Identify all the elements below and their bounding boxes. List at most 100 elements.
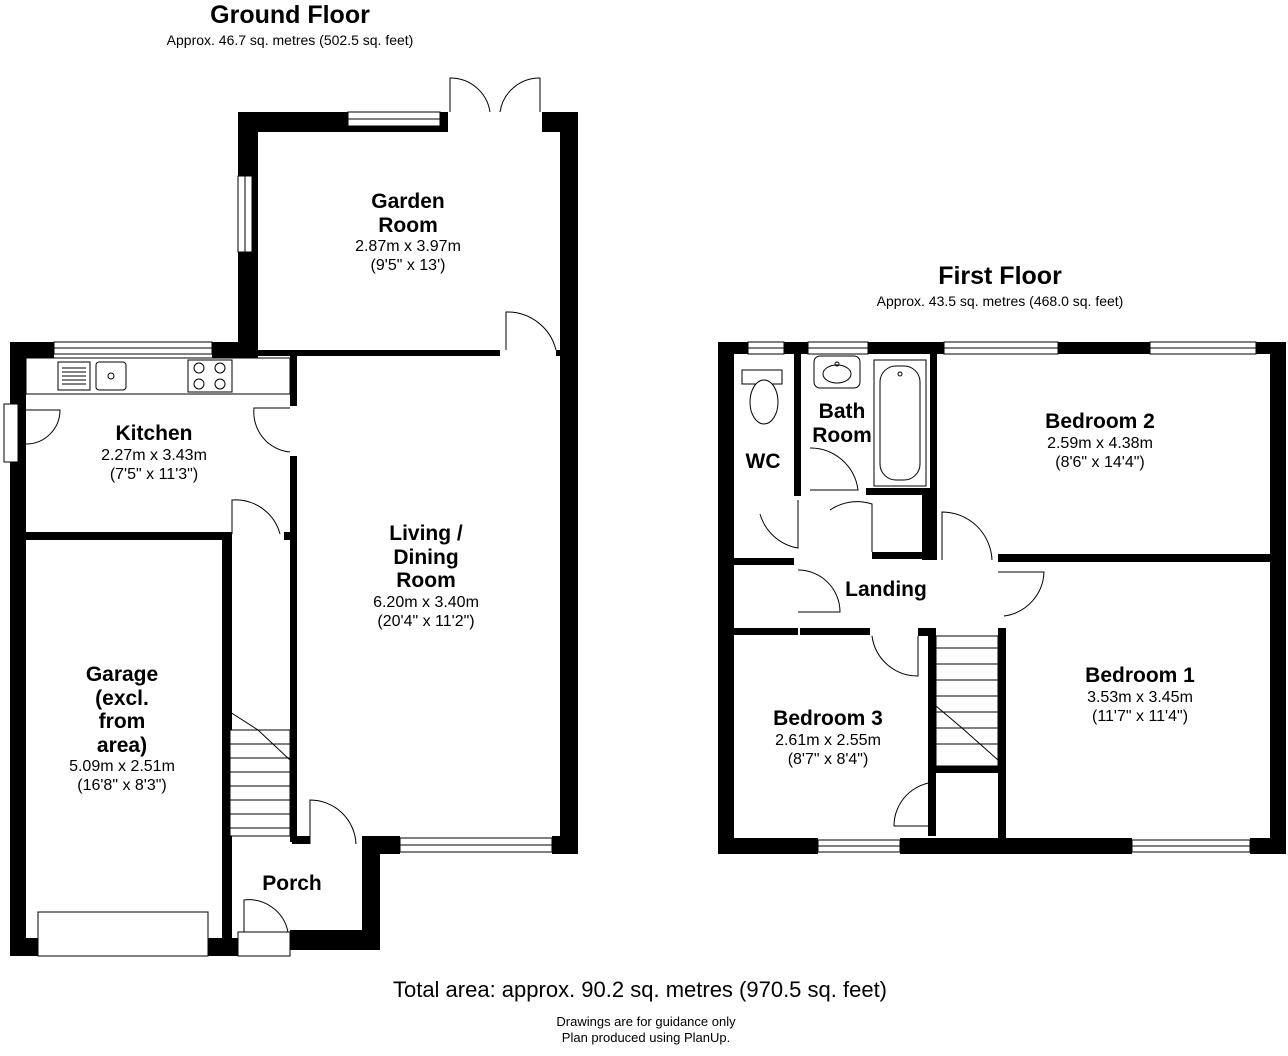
ff-bottom-wall-1 [718, 838, 818, 854]
ground-floor-doors [25, 77, 557, 957]
living-room-metric: 6.20m x 3.40m [373, 593, 479, 611]
ground-floor-walls [10, 112, 578, 956]
toilet-icon [741, 369, 783, 425]
bedroom2-door [941, 511, 993, 561]
living-room-name-line1: Living / [389, 522, 463, 545]
porch-front-door-frame [237, 931, 291, 957]
garage-name-line1: Garage [85, 663, 159, 686]
bed3-top-wall-right [800, 628, 870, 635]
garden-room-bottom-stub [556, 350, 562, 356]
bed3-top-stub [918, 628, 932, 636]
garden-room-imperial: (9'5" x 13') [370, 257, 446, 275]
bed2-bed1-wall [998, 554, 1270, 562]
wc-door [759, 500, 799, 549]
kitchen-to-living-door [253, 407, 291, 453]
ff-cupboard-door [893, 781, 937, 827]
ground-floor-stairs [229, 711, 291, 837]
porch-right-wall [362, 836, 380, 950]
porch-front-door [243, 899, 289, 933]
hob-icon [187, 359, 233, 393]
bedroom1-metric: 3.53m x 3.45m [1087, 688, 1193, 706]
bath-bed2-wall [930, 342, 937, 560]
ff-bottom-wall-3 [1250, 838, 1286, 854]
first-floor-fixtures [741, 355, 999, 767]
first-floor-stairs [935, 635, 999, 767]
guidance-note: Drawings are for guidance only Plan prod… [446, 1014, 846, 1047]
living-room-imperial: (20'4" x 11'2") [377, 612, 475, 630]
ff-top-wall-3 [868, 342, 944, 354]
guidance-note-line2: Plan produced using PlanUp. [561, 1030, 731, 1046]
french-door-left [449, 77, 491, 113]
living-to-garden-door [505, 311, 557, 351]
living-room-label: Living / Dining Room 6.20m x 3.40m (20'4… [326, 522, 526, 631]
bedroom2-metric: 2.59m x 4.38m [1047, 434, 1153, 452]
stair-bottom-wall [928, 766, 1006, 773]
garage-bottom-right [208, 938, 242, 956]
bathroom-door [809, 447, 859, 491]
garage-imperial: (16'8" x 8'3") [77, 777, 167, 795]
bedroom3-metric: 2.61m x 2.55m [775, 731, 881, 749]
kitchen-to-hall-door [231, 499, 281, 535]
first-floor-walls [718, 342, 1286, 854]
garage-name-line4: area) [96, 733, 148, 757]
garage-bottom-left [10, 938, 38, 956]
kitchen-imperial: (7'5" x 11'3") [109, 465, 199, 483]
ground-floor-windows [3, 111, 553, 957]
kitchen-metric: 2.27m x 3.43m [101, 446, 207, 464]
bedroom2-label: Bedroom 2 2.59m x 4.38m (8'6" x 14'4") [1000, 410, 1200, 472]
bedroom1-label: Bedroom 1 3.53m x 3.45m (11'7" x 11'4") [1040, 664, 1240, 726]
bedroom3-name: Bedroom 3 [773, 707, 883, 730]
west-outer-wall [10, 342, 26, 956]
garage-door [37, 911, 209, 957]
first-floor-doors [759, 447, 1045, 827]
garden-room-metric: 2.87m x 3.97m [355, 238, 461, 256]
ff-top-wall-4 [1058, 342, 1150, 354]
garden-room-label: Garden Room 2.87m x 3.97m (9'5" x 13') [308, 190, 508, 275]
porch-bottom-wall [290, 930, 380, 950]
bedroom2-imperial: (8'6" x 14'4") [1055, 453, 1145, 471]
ground-floor-title: Ground Floor [210, 1, 370, 29]
bathroom-label: Bath Room [796, 400, 888, 447]
first-floor-windows [747, 341, 1257, 853]
bedroom3-label: Bedroom 3 2.61m x 2.55m (8'7" x 8'4") [728, 707, 928, 769]
bath-bottom-wall [866, 488, 934, 495]
living-room-name-line3: Room [396, 569, 456, 593]
bedroom3-imperial: (8'7" x 8'4") [787, 750, 869, 768]
living-room-name-line2: Dining [393, 545, 459, 569]
bath-icon [873, 359, 927, 487]
garage-name-line2: (excl. [95, 686, 149, 710]
bed3-top-wall-left [734, 628, 798, 635]
east-outer-wall [560, 112, 578, 854]
garage-metric: 5.09m x 2.51m [69, 758, 175, 776]
first-floor-title: First Floor [938, 262, 1062, 290]
kitchen-top-wall-right [212, 342, 258, 358]
bedroom1-name: Bedroom 1 [1085, 664, 1195, 687]
garden-room-name-line2: Room [378, 213, 438, 237]
bed1-left-wall [998, 628, 1006, 854]
bedroom3-door [871, 635, 919, 677]
cupboard-wall [922, 488, 930, 560]
ff-east-wall [1270, 342, 1286, 854]
porch-name: Porch [262, 872, 322, 895]
hall-right-wall [290, 456, 297, 842]
bathroom-name-line2: Room [812, 423, 872, 447]
wc-bottom-wall [734, 558, 794, 565]
kitchen-bottom-stub [284, 532, 292, 540]
garden-room-name-line1: Garden [371, 190, 445, 213]
bedroom1-door [998, 571, 1045, 617]
kitchen-label: Kitchen 2.27m x 3.43m (7'5" x 11'3") [54, 422, 254, 484]
kitchen-sink-icon [57, 361, 127, 391]
kitchen-bottom-wall [26, 532, 232, 540]
kitchen-side-door [25, 409, 61, 445]
guidance-note-line1: Drawings are for guidance only [556, 1014, 736, 1029]
cupboard-door [829, 501, 873, 552]
porch-top-stub [292, 836, 310, 844]
bedroom2-name: Bedroom 2 [1045, 410, 1155, 433]
wc-name: WC [745, 450, 781, 473]
first-floor-area: Approx. 43.5 sq. metres (468.0 sq. feet) [876, 293, 1124, 309]
kitchen-name: Kitchen [115, 422, 193, 445]
kitchen-top-wall-left [10, 342, 54, 358]
landing-cupboard-door [797, 569, 841, 613]
total-area: Total area: approx. 90.2 sq. metres (970… [392, 977, 888, 1002]
